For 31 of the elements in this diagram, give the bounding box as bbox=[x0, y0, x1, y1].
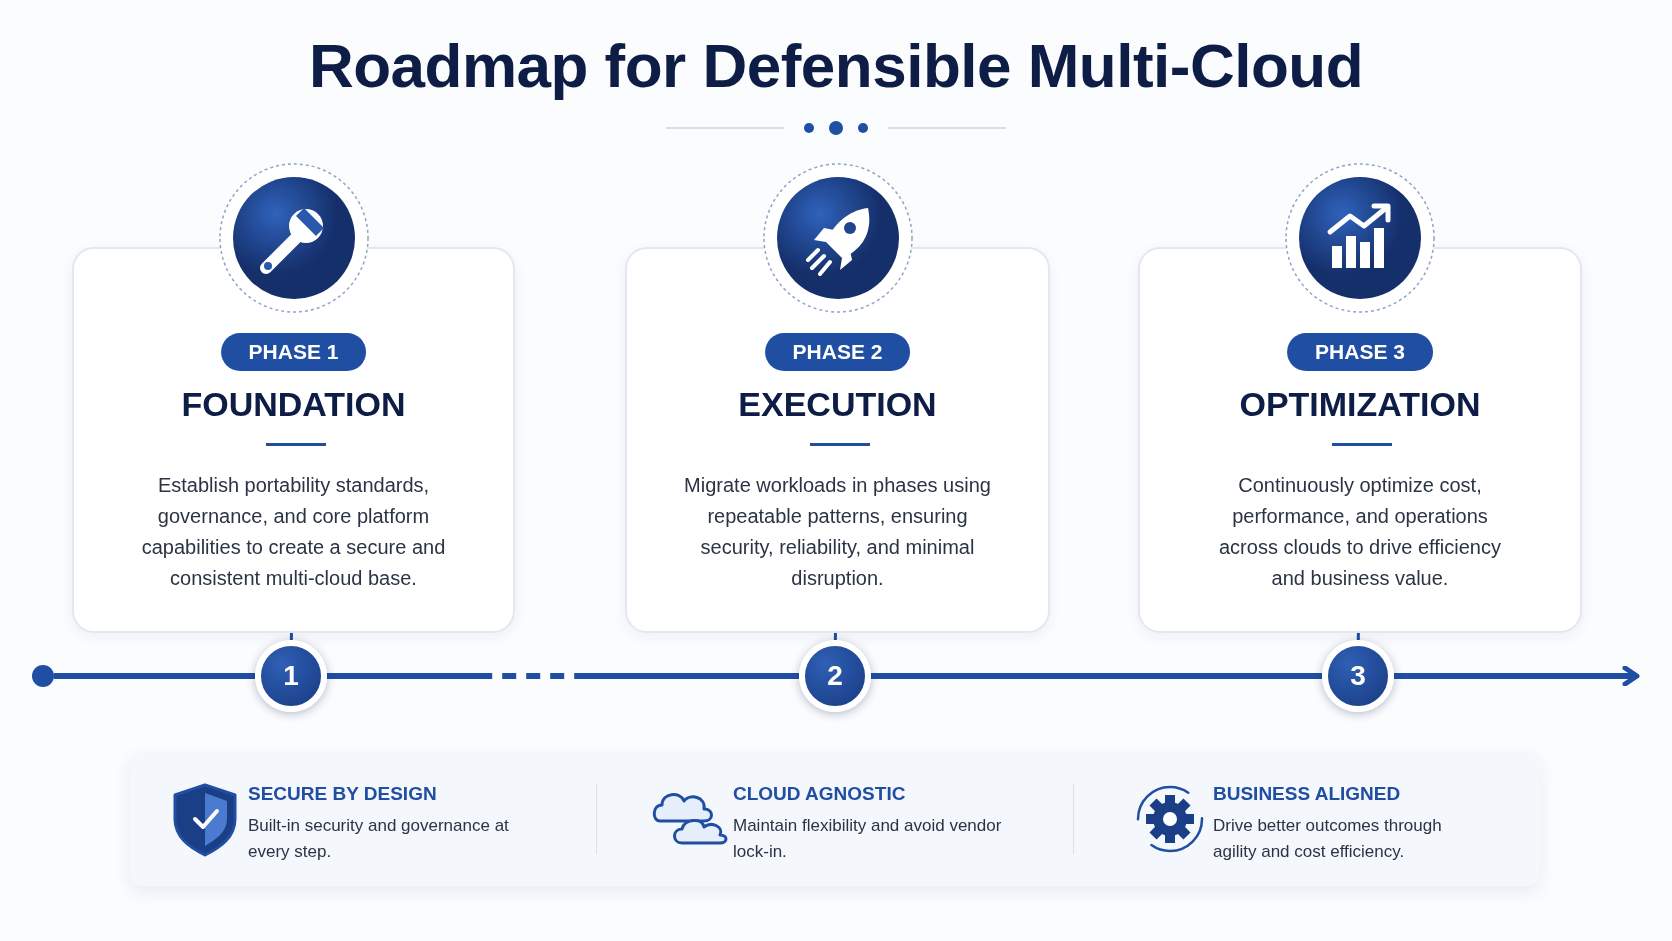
milestone-circle: 2 bbox=[799, 640, 871, 712]
title: Roadmap for Defensible Multi-Cloud bbox=[307, 30, 1365, 101]
principle-heading: SECURE BY DESIGN bbox=[248, 783, 437, 805]
principle-description: Drive better outcomes through agility and cost efficiency. bbox=[1213, 815, 1443, 863]
phase-card bbox=[1138, 247, 1582, 633]
phase-badge: PHASE 2 bbox=[764, 333, 911, 371]
phase-badge: PHASE 3 bbox=[1287, 333, 1433, 371]
connector-line bbox=[871, 673, 1322, 679]
milestone-circle: 3 bbox=[1322, 640, 1394, 712]
phase-title: FOUNDATION bbox=[180, 385, 407, 424]
connector-line bbox=[833, 633, 837, 640]
phase-title: OPTIMIZATION bbox=[1238, 385, 1482, 424]
principles-panel bbox=[130, 752, 1540, 886]
connector-line bbox=[289, 633, 293, 640]
phase-description: Continuously optimize cost, performance, and operations across clouds to drive efficiency and business value. bbox=[1218, 473, 1502, 591]
phase-title: EXECUTION bbox=[737, 385, 938, 424]
principle-heading: CLOUD AGNOSTIC bbox=[733, 783, 906, 805]
connector-line bbox=[1356, 633, 1360, 640]
phase-description: Migrate workloads in phases using repeatable patterns, ensuring security, reliability, and minimal disruption. bbox=[683, 473, 992, 591]
phase-description: Establish portability standards, governance, and core platform capabilities to create a secure and consistent multi-cloud base. bbox=[140, 473, 447, 591]
connector-line bbox=[327, 673, 799, 679]
phase-card bbox=[625, 247, 1050, 633]
milestone-circle: 1 bbox=[255, 640, 327, 712]
principle-description: Built-in security and governance at every step. bbox=[248, 815, 510, 863]
connector-line bbox=[54, 673, 255, 679]
principle-description: Maintain flexibility and avoid vendor lock-in. bbox=[733, 815, 1003, 863]
phase-card bbox=[72, 247, 515, 633]
principle-heading: BUSINESS ALIGNED bbox=[1213, 783, 1401, 805]
timeline-arrow bbox=[1394, 665, 1640, 687]
timeline-start-dot bbox=[32, 665, 54, 687]
phase-badge: PHASE 1 bbox=[220, 333, 367, 371]
